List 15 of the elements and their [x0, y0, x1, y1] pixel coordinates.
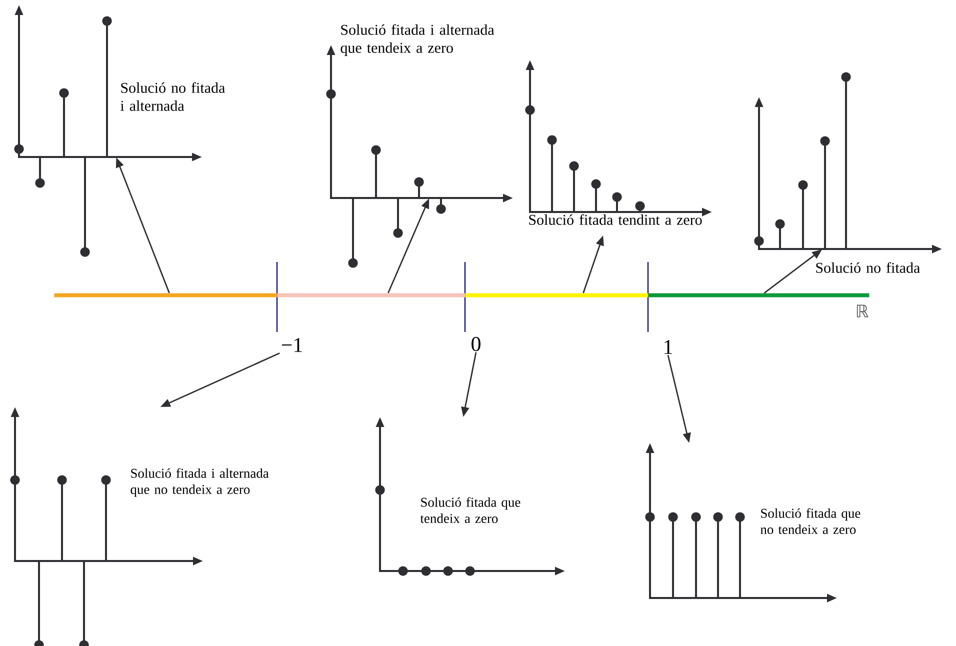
plot-caption: Solució fitada que no tendeix a zero: [760, 508, 860, 534]
number-line-segment: [277, 293, 466, 298]
tick-label: −1: [282, 338, 302, 352]
set-symbol: ℝ: [856, 304, 868, 318]
number-line-segment: [648, 293, 870, 298]
plot-caption: Solució fitada i alternada que tendeix a zero: [340, 24, 494, 56]
number-line-segment: [54, 293, 278, 298]
plot-caption: Solució no fitada i alternada: [120, 82, 225, 111]
number-line-segment: [465, 293, 648, 298]
tick-label: 1: [664, 340, 672, 354]
plot-caption: Solució fitada i alternada que no tendeix a zero: [130, 468, 269, 497]
plot-caption: Solució fitada tendint a zero: [529, 214, 702, 225]
plot-caption: Solució fitada que tendeix a zero: [420, 497, 520, 524]
plot-caption: Solució no fitada: [816, 262, 920, 273]
tick-label: 0: [472, 336, 480, 352]
